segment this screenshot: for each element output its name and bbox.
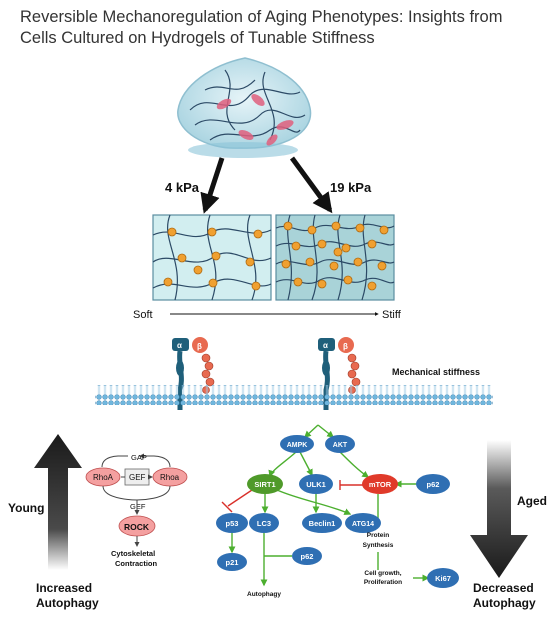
gef-box: GEF [129, 473, 146, 482]
cell-membrane [95, 385, 493, 405]
soft-kpa-label: 4 kPa [165, 180, 200, 195]
arrow-to-soft [200, 157, 225, 214]
svg-text:α: α [177, 341, 182, 350]
soft-matrix-panel [152, 214, 272, 301]
cytoskeletal-label: Cytoskeletal [111, 549, 155, 558]
mechanical-stiffness-label: Mechanical stiffness [392, 367, 480, 377]
atg14-node [345, 513, 381, 533]
ulk1-node [299, 474, 333, 494]
decreased-label: Decreased [473, 581, 534, 595]
mtor-node [362, 474, 398, 494]
soft-label: Soft [133, 309, 153, 321]
increased-label: Increased [36, 581, 92, 595]
svg-text:p21: p21 [226, 558, 239, 567]
akt-node [325, 435, 355, 453]
svg-text:mTOR: mTOR [369, 480, 392, 489]
autophagy-outcome-label: Autophagy [247, 591, 281, 598]
title-line-2: Cells Cultured on Hydrogels of Tunable S… [20, 29, 375, 47]
hydrogel-illustration [177, 57, 312, 158]
rhoa-left-node: RhoA [93, 473, 114, 482]
rock-node: ROCK [124, 522, 150, 532]
p21-node [217, 553, 247, 571]
svg-text:p62: p62 [427, 480, 440, 489]
svg-text:AKT: AKT [333, 442, 348, 449]
pathway-nodes: AMPK AKT SIRT1 ULK1 mTOR p62 p53 LC3 Bec… [216, 435, 459, 588]
stiff-label: Stiff [382, 309, 402, 321]
p62-lower-node [292, 547, 322, 565]
title-line-1: Reversible Mechanoregulation of Aging Ph… [20, 8, 503, 26]
increased-autophagy-label: Autophagy [36, 596, 99, 610]
stiff-kpa-label: 19 kPa [330, 180, 372, 195]
inhibition-edges [221, 480, 364, 513]
p62-right-node [416, 474, 450, 494]
ampk-node [280, 435, 314, 453]
rhoa-right-node: Rhoa [160, 473, 180, 482]
decreased-autophagy-label: Autophagy [473, 596, 536, 610]
svg-text:β: β [343, 342, 348, 351]
cell-growth-label: Cell growth, [364, 570, 401, 577]
p53-node [216, 513, 248, 533]
beclin1-node [302, 513, 342, 533]
contraction-label: Contraction [115, 559, 158, 568]
gef-lower-label: GEF [130, 502, 146, 511]
decreased-autophagy-arrow [470, 440, 528, 578]
svg-text:SIRT1: SIRT1 [254, 480, 275, 489]
stiff-matrix-panel [275, 214, 395, 301]
figure-title: Reversible Mechanoregulation of Aging Ph… [20, 7, 540, 49]
svg-text:α: α [323, 341, 328, 350]
lc3-node [249, 513, 279, 533]
svg-text:Ki67: Ki67 [435, 574, 451, 583]
svg-text:AMPK: AMPK [287, 442, 308, 449]
young-label: Young [8, 501, 44, 515]
synthesis-label: Synthesis [363, 542, 394, 549]
arrow-to-stiff [289, 156, 333, 214]
svg-text:p53: p53 [226, 519, 239, 528]
svg-text:p62: p62 [301, 552, 314, 561]
svg-text:ATG14: ATG14 [352, 521, 374, 528]
rho-module: GAP RhoA GEF Rhoa GEF ROCK Cytoskeletal … [85, 453, 188, 568]
increased-autophagy-arrow [34, 434, 82, 570]
protein-label: Protein [367, 532, 389, 539]
proliferation-label: Proliferation [364, 579, 402, 586]
svg-text:β: β [197, 342, 202, 351]
gap-label: GAP [131, 453, 147, 462]
sirt1-node [247, 474, 283, 494]
svg-text:ULK1: ULK1 [306, 480, 326, 489]
svg-text:Beclin1: Beclin1 [309, 519, 336, 528]
svg-text:LC3: LC3 [257, 519, 271, 528]
aged-label: Aged [517, 494, 547, 508]
ki67-node [427, 568, 459, 588]
